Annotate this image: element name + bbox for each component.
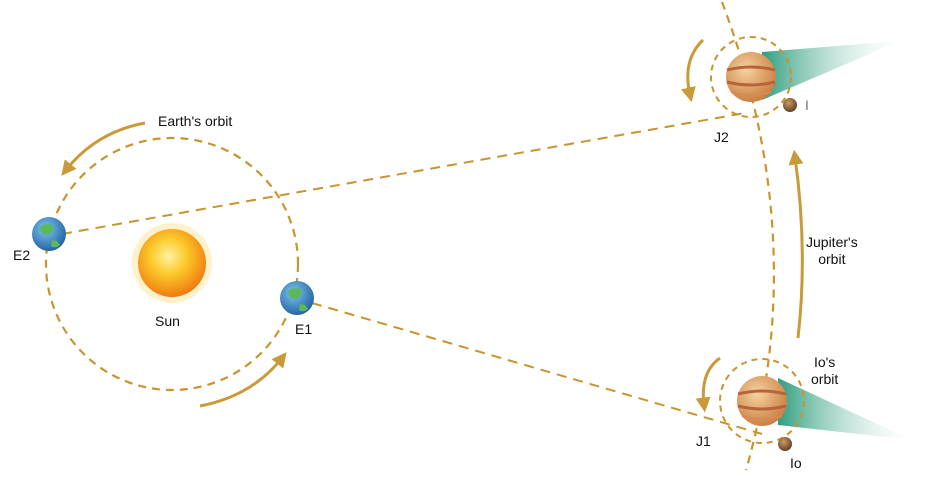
io-moon-icon-top (783, 98, 797, 112)
io-label: Io (790, 455, 802, 471)
io-orbit-bottom (719, 358, 805, 444)
sun-label: Sun (155, 313, 180, 329)
j2-label: J2 (714, 129, 729, 145)
earth-orbit-path (44, 136, 300, 392)
jupiter-orbit-label: Jupiter's orbit (806, 234, 858, 268)
io-moon-icon-bottom (778, 437, 792, 451)
io-orbit-label-line2: orbit (811, 371, 839, 387)
earth-orbit-arrow-top (61, 121, 146, 176)
io-orbit-label: Io's orbit (811, 354, 838, 388)
sun-icon (132, 223, 212, 303)
jupiter-orbit-label-line2: orbit (818, 251, 846, 267)
jupiter-orbit-label-line1: Jupiter's (806, 234, 858, 250)
jupiter-shadow-bottom (778, 378, 912, 440)
earth-orbit-arrow-bottom (199, 352, 287, 408)
sightline-e1-j1 (311, 302, 763, 435)
jupiter-shadow-top (762, 41, 900, 100)
earth-orbit-label: Earth's orbit (158, 113, 233, 129)
io-orbit-arrow-bottom (695, 356, 721, 413)
jupiter-icon-j2 (726, 52, 776, 102)
e1-label: E1 (295, 321, 313, 337)
sightline-e2-j2 (61, 112, 746, 235)
io-orbit-top (710, 36, 792, 118)
e2-label: E2 (13, 247, 31, 263)
io-top-label: I (805, 97, 809, 113)
jupiter-orbit-arrow (788, 149, 804, 339)
j1-label: J1 (696, 433, 711, 449)
jupiter-icon-j1 (737, 376, 787, 426)
io-orbit-label-line1: Io's (813, 354, 836, 370)
earth-icon-e1 (280, 281, 314, 315)
earth-icon-e2 (32, 217, 66, 251)
io-orbit-arrow-top (681, 38, 705, 103)
